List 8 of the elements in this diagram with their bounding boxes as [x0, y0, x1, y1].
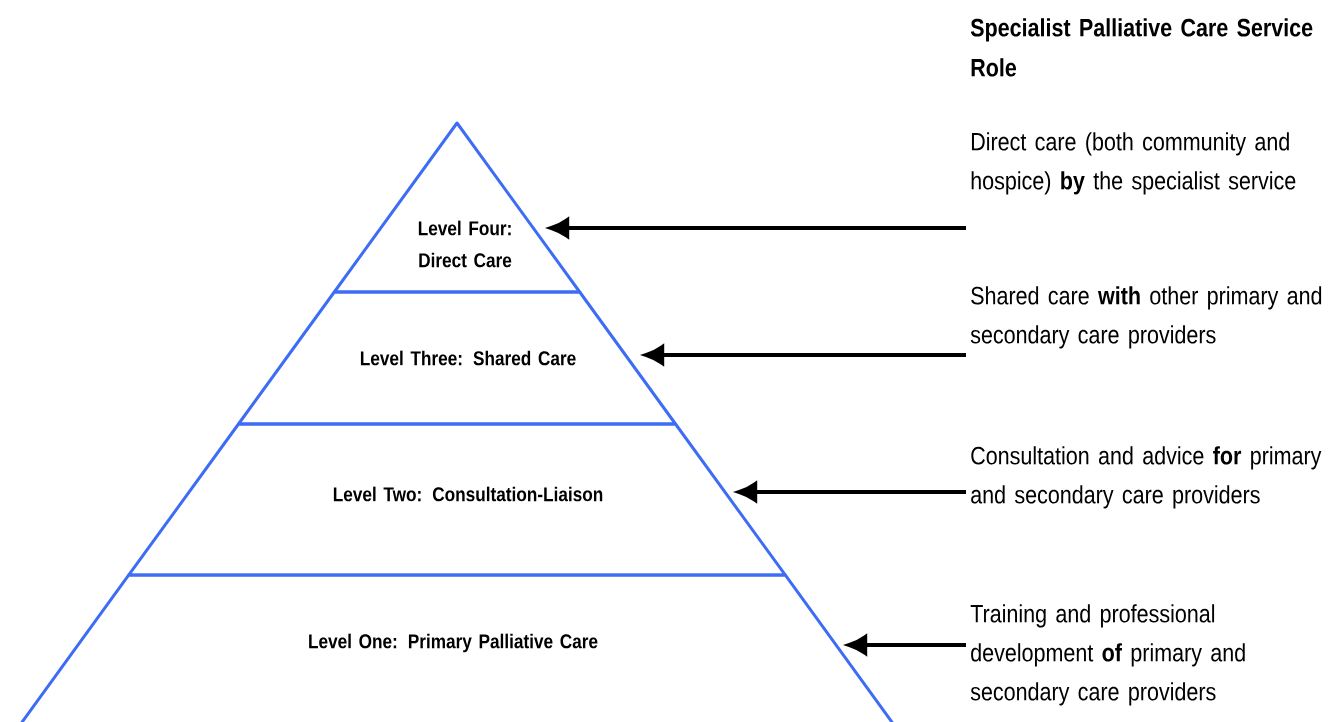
description-text: Training and professional development of primary and secondary care providers	[970, 604, 1245, 706]
heading: Specialist Palliative Care Service Role	[970, 18, 1313, 77]
description-text: Shared care with other primary and secondary care providers	[970, 286, 1322, 349]
description-text: Direct care (both community and hospice) by the specialist service	[971, 132, 1296, 195]
pyramid-level: Level Three: Shared Care	[237, 290, 677, 426]
pyramid-level: Level Two: Consultation-Liaison	[127, 422, 787, 577]
pyramid-level: Level Four: Direct Care	[332, 121, 582, 294]
description-text: Consultation and advice for primary and secondary care providers	[971, 446, 1322, 509]
